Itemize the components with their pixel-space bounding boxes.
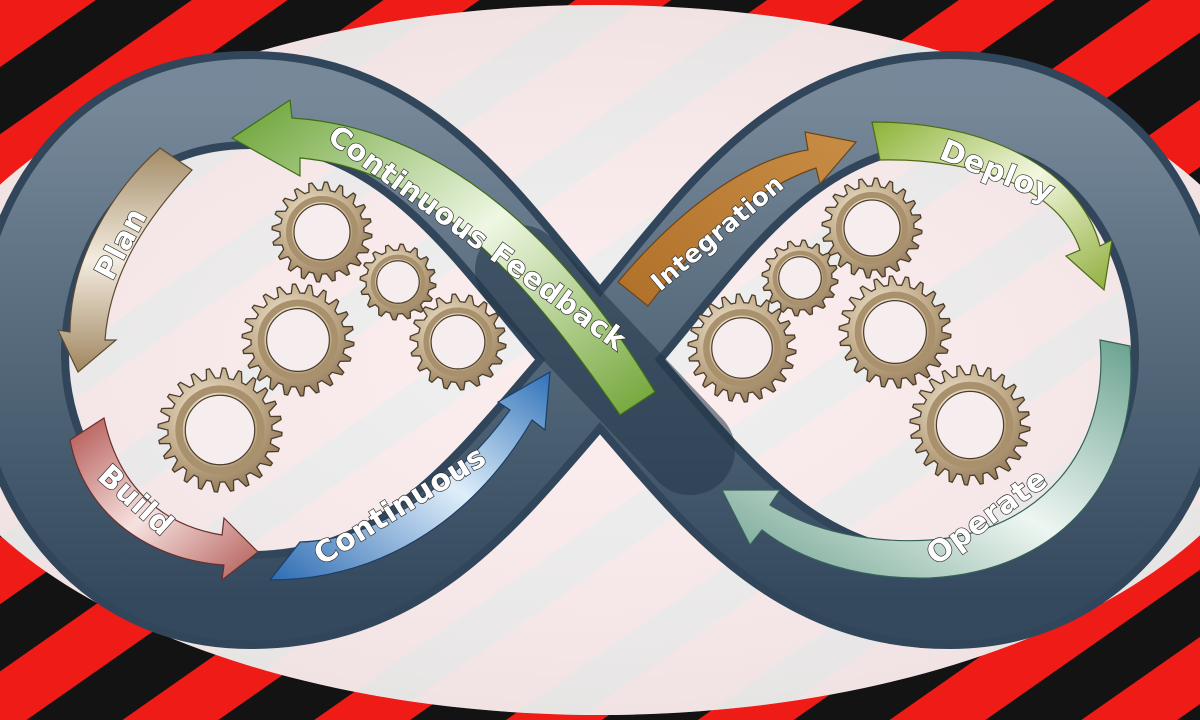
gears-left [157, 181, 507, 493]
arrow-icon [871, 121, 1113, 292]
gear-icon [761, 239, 839, 317]
gears-right [687, 177, 1031, 486]
gear-icon [157, 367, 283, 493]
arrow-icon [230, 98, 656, 416]
arrow-icon [268, 370, 551, 581]
arrow-icon [721, 339, 1132, 579]
gear-icon [241, 283, 355, 397]
gear-icon [838, 275, 952, 389]
arrow-icon [56, 147, 193, 373]
gear-icon [909, 364, 1031, 486]
gear-icon [359, 243, 437, 321]
gear-icon [687, 293, 797, 403]
gear-icon [821, 177, 923, 279]
arrow-icon [617, 131, 858, 307]
gear-icon [409, 293, 507, 391]
arrow-icon [69, 417, 259, 582]
gear-icon [271, 181, 373, 283]
